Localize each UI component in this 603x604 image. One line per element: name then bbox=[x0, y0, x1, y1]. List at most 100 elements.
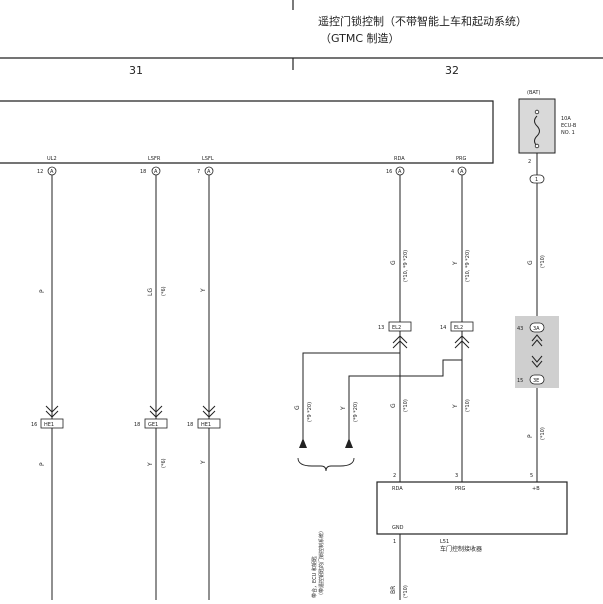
fuse-rating: 10A bbox=[561, 116, 571, 122]
he1-right-arrow-icon bbox=[202, 405, 216, 418]
ecu-pin-prg: PRG 4 A bbox=[451, 156, 466, 176]
junction-bottom-number: 15 bbox=[517, 378, 523, 384]
pin-name: LSFL bbox=[202, 156, 214, 162]
pin-number: 4 bbox=[451, 169, 454, 175]
el2-rda-arrow-icon bbox=[392, 335, 408, 349]
wire-color-prg-low: Y bbox=[452, 404, 459, 409]
receiver-pin-rda-number: 2 bbox=[393, 473, 396, 479]
ecu-box bbox=[0, 100, 494, 164]
wire-sub-prg-low: (*10) bbox=[465, 399, 471, 412]
junction-up-arrow-icon bbox=[531, 334, 543, 347]
pin-number: 7 bbox=[197, 169, 200, 175]
fuse-number: NO. 1 bbox=[561, 130, 575, 136]
junction-bottom-connector bbox=[529, 374, 545, 385]
he1-left-arrow-icon bbox=[45, 405, 59, 418]
connector-he1-right-name: HE1 bbox=[201, 422, 211, 428]
connector-he1-right-number: 18 bbox=[187, 422, 193, 428]
wire-color-bat: G bbox=[527, 260, 534, 265]
receiver-pin-b-number: 5 bbox=[530, 473, 533, 479]
receiver-label-gnd: GND bbox=[392, 525, 404, 531]
receiver-pin-prg-number: 3 bbox=[455, 473, 458, 479]
wire-color-ext-g: G bbox=[294, 405, 301, 410]
connector-el2-rda-name: EL2 bbox=[392, 325, 401, 331]
connector-el2-prg-name: EL2 bbox=[454, 325, 463, 331]
ge1-arrow-icon bbox=[149, 405, 163, 418]
note-line-1: 带合，ECU 和钥匙 bbox=[311, 556, 318, 598]
diagram-title: 遥控门锁控制（不带智能上车和起动系统） bbox=[318, 14, 527, 28]
fuse-connector-number: 1 bbox=[535, 177, 538, 183]
wire-color-rda-low: G bbox=[390, 403, 397, 408]
arrow-up-icon bbox=[345, 438, 353, 448]
wire-color-lsfl: Y bbox=[200, 288, 207, 293]
wire-color-rda: G bbox=[390, 260, 397, 265]
wire-sub-prg: (*10, *9 *20) bbox=[465, 250, 471, 282]
fuse-source: (BAT) bbox=[527, 90, 540, 96]
junction-bottom-name: 3E bbox=[533, 378, 539, 384]
wire-sub-lower-lsfr: (*6) bbox=[161, 458, 167, 468]
receiver-label-rda: RDA bbox=[392, 486, 403, 492]
connector-he1-left-number: 16 bbox=[31, 422, 37, 428]
pin-number: 16 bbox=[386, 169, 392, 175]
pin-number: 12 bbox=[37, 169, 43, 175]
wire-sub-lsfr: (*6) bbox=[161, 286, 167, 296]
wire-color-ul2: P bbox=[39, 289, 46, 293]
connector-letter: A bbox=[460, 169, 464, 175]
junction-down-arrow-icon bbox=[531, 355, 543, 368]
junction-top-name: 3A bbox=[533, 326, 540, 332]
fuse-terminal-top bbox=[534, 109, 540, 115]
junction-top-number: 43 bbox=[517, 326, 523, 332]
connector-letter: A bbox=[207, 169, 211, 175]
wire-color-lsfr: LG bbox=[147, 288, 154, 296]
ecu-pin-ul2: UL2 12 A bbox=[37, 156, 57, 176]
wire-color-ext-y: Y bbox=[340, 406, 347, 411]
connector-he1-left-name: HE1 bbox=[44, 422, 54, 428]
wire-color-lower-lsfr: Y bbox=[147, 462, 154, 467]
connector-el2-prg-number: 14 bbox=[440, 325, 446, 331]
wire-sub-rda-low: (*10) bbox=[403, 399, 409, 412]
connector-el2-rda-number: 13 bbox=[378, 325, 384, 331]
pin-number: 18 bbox=[140, 169, 146, 175]
ecu-pin-lsfl: LSFL 7 A bbox=[197, 156, 214, 176]
fuse-terminal-bottom bbox=[534, 143, 540, 149]
pin-name: LSFR bbox=[148, 156, 161, 162]
connector-letter: A bbox=[50, 169, 54, 175]
branch-brace bbox=[297, 457, 355, 472]
el2-prg-arrow-icon bbox=[454, 335, 470, 349]
ecu-pin-lsfr: LSFR 18 A bbox=[140, 156, 161, 176]
wire-sub-bat: (*10) bbox=[540, 255, 546, 268]
connector-letter: A bbox=[398, 169, 402, 175]
wire-sub-rda: (*10, *9 *20) bbox=[403, 250, 409, 282]
pin-name: RDA bbox=[394, 156, 405, 162]
connector-el2-prg bbox=[450, 321, 474, 332]
receiver-label-b: +B bbox=[532, 486, 540, 492]
wire-ext-g bbox=[302, 344, 401, 440]
wire-color-gnd: BR bbox=[390, 586, 397, 594]
connector-he1-left bbox=[40, 418, 64, 429]
receiver-box bbox=[376, 481, 568, 535]
receiver-label-prg: PRG bbox=[455, 486, 465, 492]
wire-sub-ext-y: (*9 *20) bbox=[353, 402, 359, 422]
fuse-name: ECU-B bbox=[561, 123, 577, 129]
wire-ext-y bbox=[348, 344, 463, 440]
wire-sub-bat-low: (*10) bbox=[540, 427, 546, 440]
connector-el2-rda bbox=[388, 321, 412, 332]
connector-ge1-name: GE1 bbox=[148, 422, 158, 428]
ecu-pin-rda: RDA 16 A bbox=[386, 156, 405, 176]
fuse-icon bbox=[534, 115, 540, 147]
wire-sub-gnd: (*10) bbox=[403, 585, 409, 598]
wire-color-lower-left: P bbox=[39, 462, 46, 466]
column-number-left: 31 bbox=[129, 64, 143, 77]
wire-sub-ext-g: (*9 *20) bbox=[307, 402, 313, 422]
wire-color-bat-low: P bbox=[527, 434, 534, 438]
wire-color-lower-lsfl: Y bbox=[200, 460, 207, 465]
connector-ge1-number: 18 bbox=[134, 422, 140, 428]
junction-top-connector bbox=[529, 322, 545, 333]
pin-name: UL2 bbox=[47, 156, 57, 162]
connector-letter: A bbox=[154, 169, 158, 175]
column-number-right: 32 bbox=[445, 64, 459, 77]
receiver-name: 车门控制接收器 bbox=[440, 545, 482, 553]
note-line-2: （带遥控钥匙的门锁控制系统） bbox=[318, 528, 325, 598]
connector-ge1 bbox=[144, 418, 168, 429]
